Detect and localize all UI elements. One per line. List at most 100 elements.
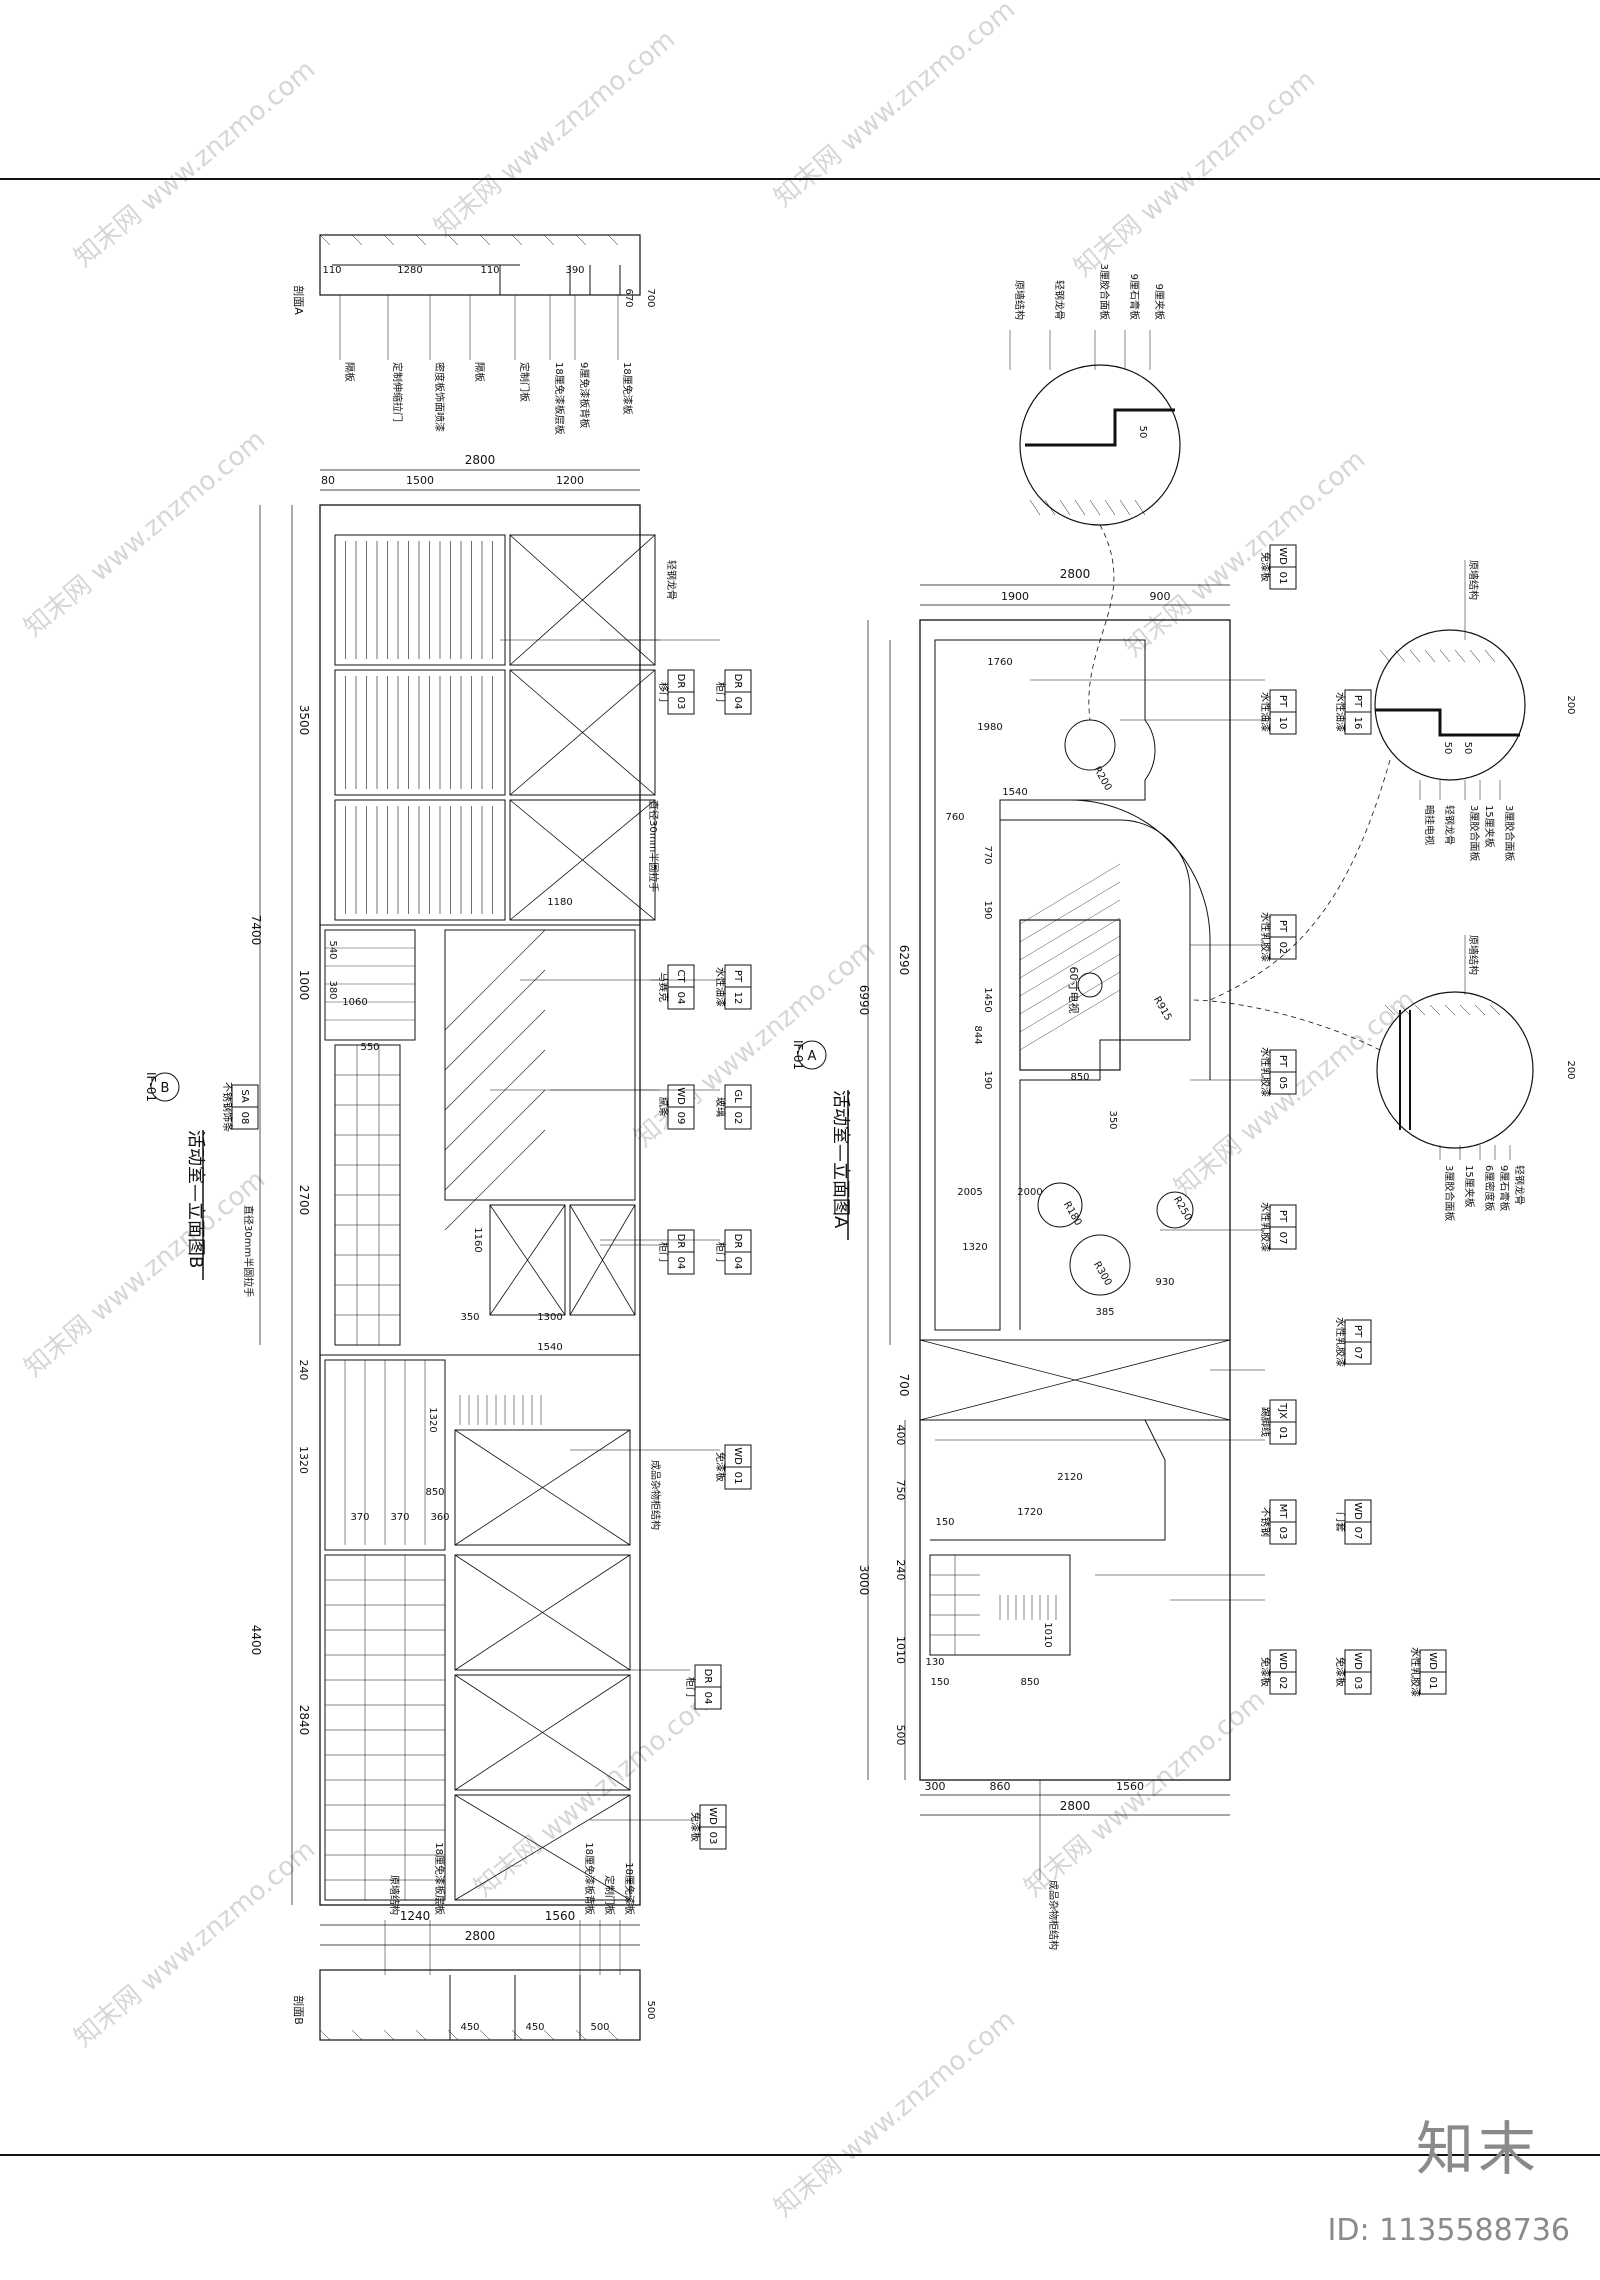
tag-number: 04 (702, 1692, 713, 1705)
hatch (479, 234, 491, 246)
hatch (1469, 649, 1481, 663)
tv-hatch (1019, 881, 1121, 943)
section-b-label: 18厘免漆板 (623, 1862, 636, 1915)
tag-label: 不锈钢饰条 (221, 1082, 234, 1132)
b-note: 直径30mm半圆拉手 (647, 800, 660, 892)
inner-dim: 350 (460, 1312, 479, 1323)
section-b-label: 原墙结构 (388, 1875, 401, 1915)
tag-number: 01 (1427, 1677, 1438, 1690)
detail-2-profile (1375, 708, 1520, 737)
tag-code: PT (732, 970, 743, 983)
tag-code: WD (732, 1447, 743, 1465)
tag-code: WD (1352, 1652, 1363, 1670)
tag-number: 10 (1277, 717, 1288, 730)
detail-3-label: 3厘胶合面板 (1443, 1165, 1456, 1221)
cross-line (509, 534, 656, 666)
height-dim: 4400 (249, 1625, 263, 1656)
detail-2-label: 3厘胶合面板 (1503, 805, 1516, 861)
tag-label: 门套 (1334, 1512, 1347, 1532)
tag-label: 水性乳胶漆 (1409, 1647, 1422, 1697)
detail-3-dim: 200 (1565, 1060, 1576, 1079)
drawing-id: ID: 1135588736 (1327, 2213, 1570, 2248)
tag-code: CT (675, 969, 686, 983)
tag-code: DR (732, 1234, 743, 1249)
niche-outline (930, 1419, 1166, 1541)
inner-dim: 1300 (537, 1312, 562, 1323)
view-marker-letter: A (808, 1049, 817, 1064)
hatch (1104, 499, 1116, 516)
hatch (351, 234, 363, 246)
detail-3-label: 6厘密度板 (1483, 1165, 1496, 1211)
inner-dim: 1720 (1017, 1507, 1042, 1518)
view-marker-code: IF-01 (791, 1040, 805, 1070)
hatch (1484, 649, 1496, 663)
inner-dim: 1540 (537, 1342, 562, 1353)
tag-number: 05 (1277, 1077, 1288, 1090)
inner-dim: 1450 (982, 987, 993, 1012)
inner-dim: 190 (982, 900, 993, 919)
tag-label: 柜门 (714, 1242, 727, 1262)
section-a-dim: 390 (565, 265, 584, 276)
overall-width-dim: 2800 (1060, 567, 1091, 581)
tag-number: 04 (732, 1257, 743, 1270)
tag-number: 07 (1277, 1232, 1288, 1245)
cabinet-door-panel (454, 1794, 631, 1901)
tv-hatch (1019, 989, 1121, 1051)
tag-code: WD (1277, 1652, 1288, 1670)
tag-code: WD (1352, 1502, 1363, 1520)
tag-code: PT (1277, 920, 1288, 933)
inner-dim: 350 (1107, 1110, 1118, 1129)
inner-dim: 150 (930, 1677, 949, 1688)
tv-hatch (1019, 971, 1121, 1033)
cross-line (454, 1794, 631, 1901)
hatch (1444, 1004, 1456, 1016)
tag-code: WD (707, 1807, 718, 1825)
tag-label: 免漆板 (1259, 552, 1272, 582)
cabinet-door-panel (569, 1204, 636, 1316)
hatch (543, 234, 555, 246)
cabinet-door-panel (489, 1204, 566, 1316)
inner-dim: 150 (935, 1517, 954, 1528)
right-height-dim: 400 (894, 1425, 907, 1446)
cross-line (509, 799, 656, 921)
height-dim: 1000 (297, 970, 311, 1001)
tag-label: 水性乳胶漆 (1259, 1047, 1272, 1097)
section-b-title: 剖面B (292, 1995, 306, 2025)
right-height-dim: 1010 (894, 1636, 907, 1664)
tag-label: 腻条 (657, 1097, 670, 1117)
hatch (383, 234, 395, 246)
tv-frame (1019, 919, 1121, 1071)
detail-2-label: 15厘夹板 (1483, 805, 1496, 848)
section-a-label: 密度板饰面喷漆 (433, 362, 446, 432)
hatch (415, 2029, 427, 2041)
detail-2-dim: 50 (1462, 742, 1473, 755)
inner-dim: 380 (327, 980, 338, 999)
hatch (319, 234, 331, 246)
inner-dim: 370 (350, 1512, 369, 1523)
tag-code: WD (1277, 547, 1288, 565)
section-a-label: 定制门板 (518, 362, 531, 402)
tag-label: 马赛克 (657, 972, 670, 1002)
hatch (575, 2029, 587, 2041)
bottom-dim: 1240 (400, 1909, 431, 1923)
bottom-dim: 860 (990, 1780, 1011, 1793)
inner-dim: 2000 (1017, 1187, 1042, 1198)
tag-code: PT (1277, 1055, 1288, 1068)
tag-number: 04 (675, 1257, 686, 1270)
detail-1-label: 原墙结构 (1013, 280, 1026, 320)
b-note: 轻钢龙骨 (665, 560, 678, 600)
glass-hatch (444, 929, 546, 1031)
detail-2-label: 轻钢龙骨 (1443, 805, 1456, 845)
tag-label: 不锈钢 (1259, 1507, 1272, 1537)
hatch (1424, 649, 1436, 663)
